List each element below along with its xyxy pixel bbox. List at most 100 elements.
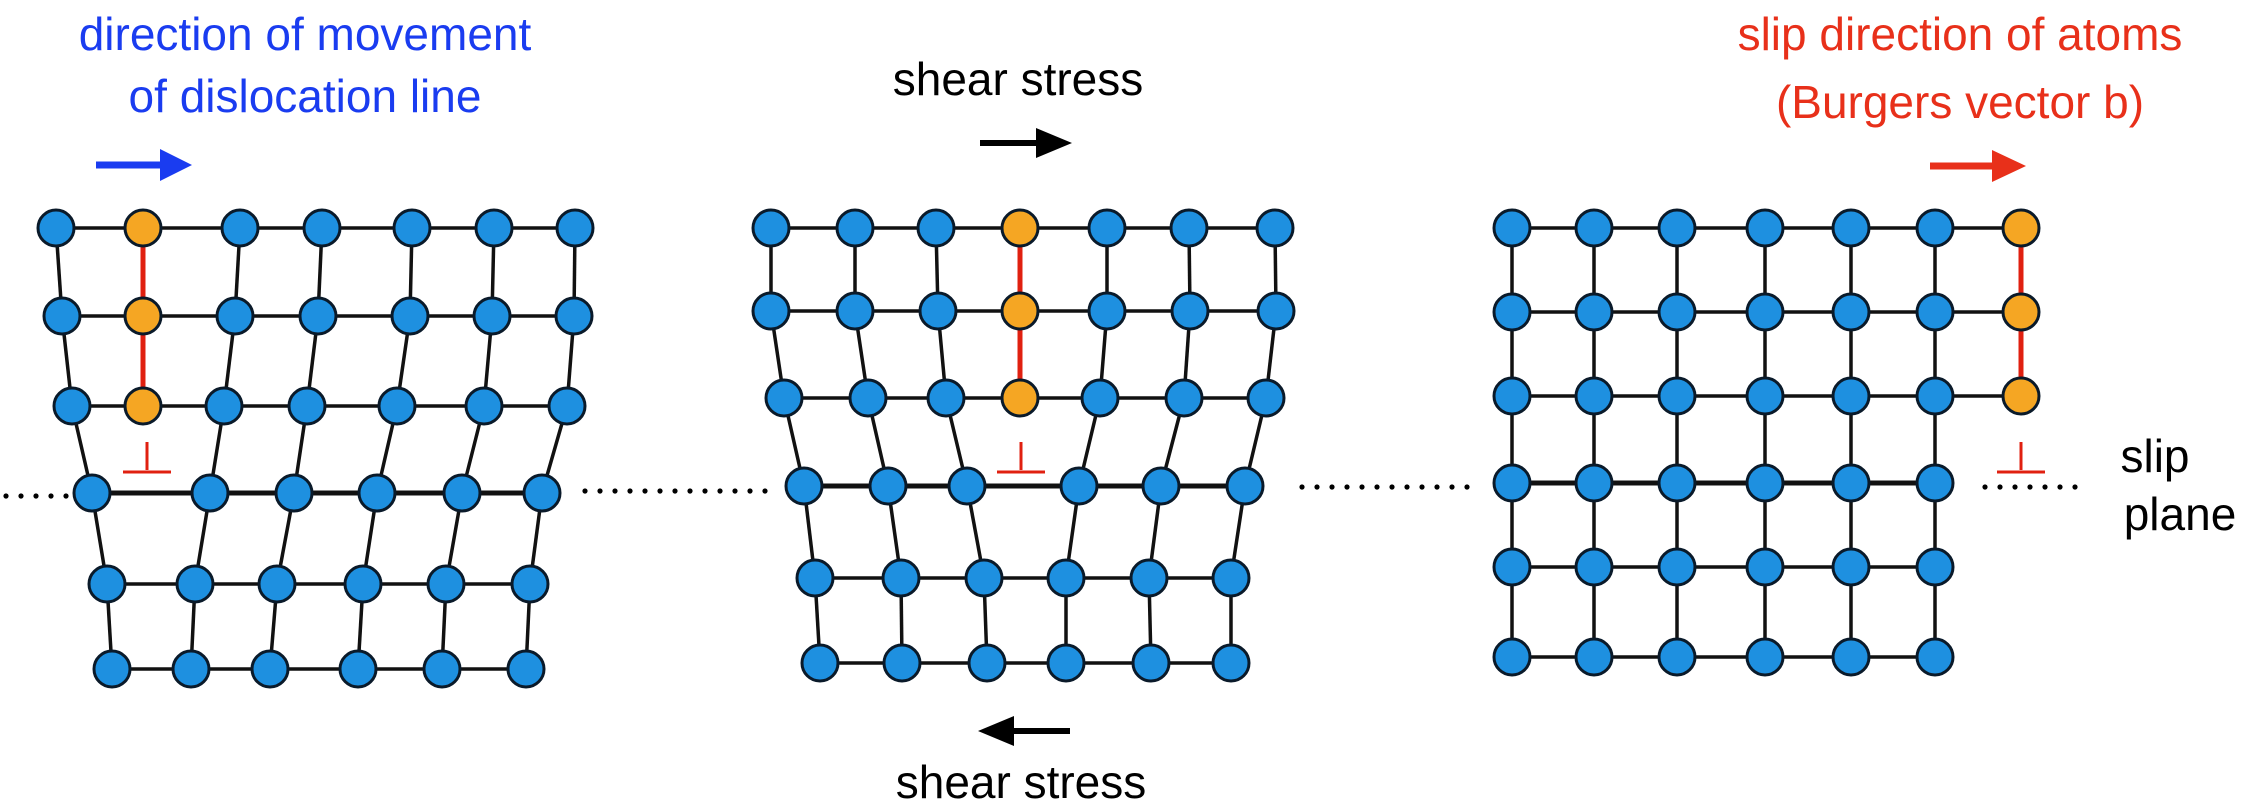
atom [1492, 463, 1532, 503]
atom [1831, 376, 1871, 416]
atom [967, 643, 1007, 683]
atom [390, 296, 430, 336]
atom [1831, 547, 1871, 587]
atom [1831, 637, 1871, 677]
atom [784, 466, 824, 506]
shear-bottom-arrow-icon [978, 716, 1070, 746]
atom [220, 208, 260, 248]
atom [1211, 643, 1251, 683]
atom [1657, 292, 1697, 332]
atom [1141, 466, 1181, 506]
atom [343, 564, 383, 604]
lattice-panel-2 [751, 208, 1296, 683]
atom [250, 649, 290, 689]
slip-plane-dot [1449, 484, 1455, 490]
atom [926, 378, 966, 418]
atom [1246, 378, 1286, 418]
atom [916, 208, 956, 248]
atom [1087, 208, 1127, 248]
atoms [1492, 208, 2041, 677]
atom [1574, 208, 1614, 248]
atom [1831, 463, 1871, 503]
atom [882, 643, 922, 683]
lattice-panel-1 [36, 208, 595, 689]
slip-plane-dot [1299, 484, 1305, 490]
extra-atom [2001, 292, 2041, 332]
slip-plane-dot [1464, 484, 1470, 490]
blue-label-line1: direction of movement [79, 8, 532, 60]
atom [1745, 463, 1785, 503]
atom [555, 208, 595, 248]
atom [1492, 547, 1532, 587]
atom [1915, 637, 1955, 677]
shear-stress-top-label: shear stress [893, 53, 1144, 105]
atom [87, 564, 127, 604]
atom [800, 643, 840, 683]
extra-atom [2001, 208, 2041, 248]
atom [1492, 208, 1532, 248]
slip-plane-dot [2027, 484, 2033, 490]
atom [1492, 292, 1532, 332]
slip-plane-dot [612, 488, 618, 494]
atom [1255, 208, 1295, 248]
atom [215, 296, 255, 336]
slip-plane-dot [1389, 484, 1395, 490]
slip-plane-dot [1374, 484, 1380, 490]
slip-plane-dot [597, 488, 603, 494]
atom [1046, 558, 1086, 598]
extra-atom [1000, 208, 1040, 248]
slip-plane-dot [762, 488, 768, 494]
slip-plane-dot [702, 488, 708, 494]
slip-plane-dot [1997, 484, 2003, 490]
atom [422, 649, 462, 689]
atom [881, 558, 921, 598]
atom [751, 291, 791, 331]
dislocation-symbol-2 [997, 442, 1045, 474]
blue-arrow-icon [96, 149, 192, 181]
extra-atom [123, 386, 163, 426]
atom [1657, 376, 1697, 416]
red-arrow-icon [1930, 150, 2026, 182]
atom [1657, 637, 1697, 677]
slip-plane-dot [1359, 484, 1365, 490]
atom [1131, 643, 1171, 683]
atom [1657, 547, 1697, 587]
atom [1745, 208, 1785, 248]
slip-plane-dot [672, 488, 678, 494]
atoms [751, 208, 1296, 683]
atom [72, 473, 112, 513]
atom [257, 564, 297, 604]
slip-plane-dot [732, 488, 738, 494]
slip-plane-dot [1344, 484, 1350, 490]
slip-plane-dot [687, 488, 693, 494]
atom [392, 208, 432, 248]
atom [377, 386, 417, 426]
atom [1211, 558, 1251, 598]
atom [947, 466, 987, 506]
atom [1256, 291, 1296, 331]
atom [764, 378, 804, 418]
slip-plane-dot [1404, 484, 1410, 490]
atom [472, 296, 512, 336]
red-label-line2: (Burgers vector b) [1776, 76, 2144, 128]
slip-plane-dot [642, 488, 648, 494]
slip-plane-dot [717, 488, 723, 494]
atom [751, 208, 791, 248]
atom [52, 386, 92, 426]
atom [1574, 637, 1614, 677]
atom [1745, 376, 1785, 416]
dislocation-symbol-1 [123, 442, 171, 474]
bonds [1510, 226, 2024, 659]
slip-plane-dot [33, 493, 39, 499]
atom [92, 649, 132, 689]
atom [1574, 547, 1614, 587]
blue-label-line2: of dislocation line [129, 70, 482, 122]
atom [1129, 558, 1169, 598]
atom [1164, 378, 1204, 418]
atom [298, 296, 338, 336]
atom [1574, 292, 1614, 332]
atom [554, 296, 594, 336]
dislocation-symbol-3 [1997, 442, 2045, 474]
red-label-line1: slip direction of atoms [1738, 8, 2183, 60]
